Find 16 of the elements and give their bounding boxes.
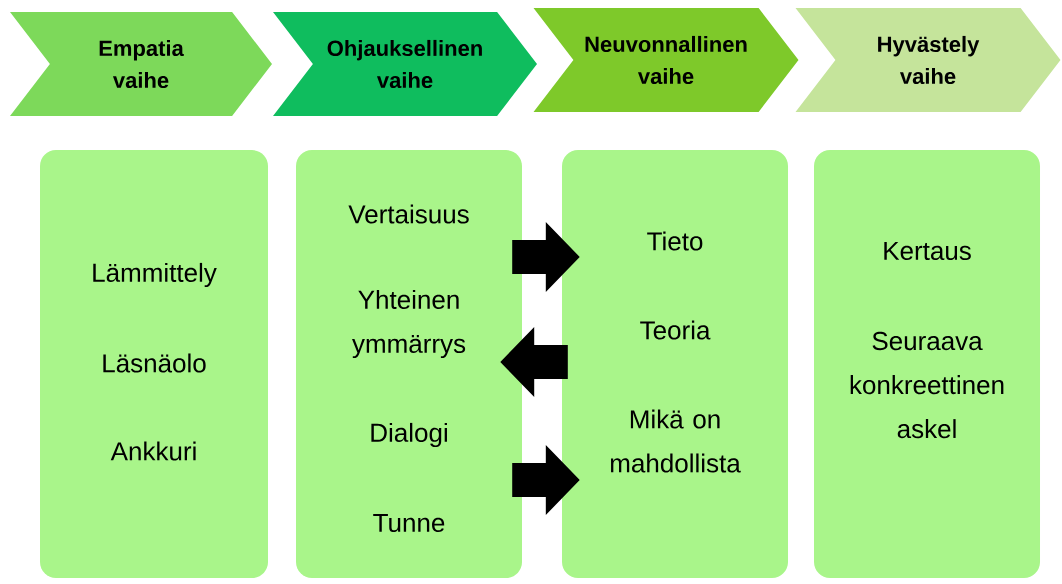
item-text: Tunne [373, 513, 445, 533]
item-text: Vertaisuus [348, 204, 469, 224]
item-text: Lämmittely [93, 262, 217, 288]
phase-banner: Ohjauksellinen vaihe [273, 12, 537, 116]
item-text: Yhteinen ymmärrys [352, 289, 466, 359]
item-text: Teoria [640, 320, 711, 340]
item-text: Tieto [647, 231, 703, 251]
item-text: Mikä on mahdollista [611, 409, 741, 473]
phase-banner: Hyvästely vaihe [795, 8, 1061, 112]
item-text: Seuraava konkreettinen askel [850, 331, 1004, 439]
item-text: Kertaus [884, 241, 971, 261]
item-text: Dialogi [371, 422, 447, 448]
phase-banner: Neuvonnallinen vaihe [533, 8, 799, 112]
item-text: Läsnäolo [103, 353, 206, 373]
item-text: Ankkuri [110, 441, 196, 461]
phase-banner: Empatia vaihe [10, 12, 272, 116]
